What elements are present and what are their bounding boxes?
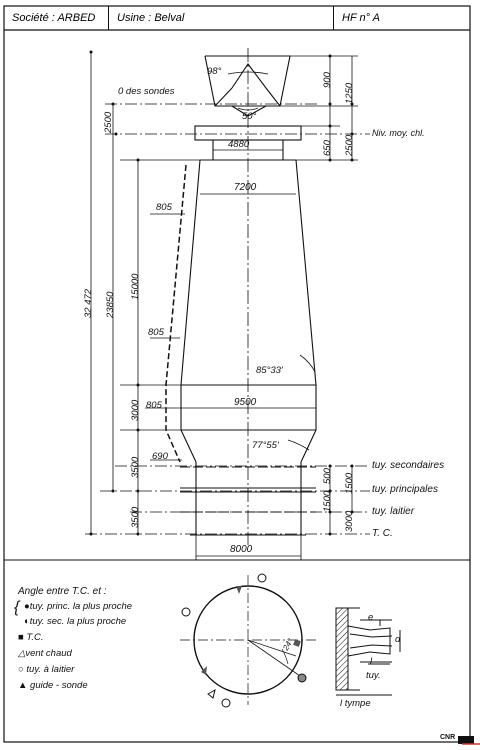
- triangle-outline-icon: △: [18, 648, 26, 659]
- bell-top: [231, 63, 267, 89]
- detail-l: l: [370, 656, 373, 667]
- half-circle-icon: ◐: [24, 616, 30, 627]
- header-hf: HF n° A: [342, 12, 381, 24]
- angle-85: 85°33': [256, 365, 283, 376]
- level-tc: T. C.: [372, 528, 393, 539]
- legend-brace: {: [14, 599, 20, 616]
- dim-690: 690: [152, 451, 168, 462]
- detail-d: d: [395, 634, 401, 645]
- angle-98: 98°: [207, 66, 222, 77]
- detail-tuy: tuy.: [366, 670, 381, 681]
- legend-item-tc: ■ T.C.: [18, 632, 44, 643]
- zero-sondes-label: 0 des sondes: [118, 86, 175, 97]
- dim-805-a: 805: [156, 202, 172, 213]
- square-icon: ■: [18, 632, 24, 643]
- angle-77: 77°55': [252, 440, 279, 451]
- filled-circle-icon: ●: [24, 601, 30, 612]
- header-societe: Société : ARBED: [4, 6, 109, 30]
- legend-item-guide-sonde: ▲ guide - sonde: [18, 680, 88, 691]
- level-tuy-laitier: tuy. laitier: [372, 506, 415, 517]
- shaft-left: [180, 159, 201, 386]
- dim-8000: 8000: [230, 544, 253, 555]
- angle-50: 50°: [242, 111, 257, 122]
- shaft-right: [295, 159, 317, 386]
- legend-item-tuy-sec: ◐tuy. sec. la plus proche: [24, 616, 127, 627]
- detail-l-tympe: l tympe: [340, 698, 371, 709]
- dim-9500: 9500: [234, 397, 257, 408]
- dim-4880: 4880: [228, 139, 250, 150]
- legend-title: Angle entre T.C. et :: [18, 586, 107, 597]
- legend-item-tuy-laitier: ○ tuy. à laitier: [18, 664, 75, 675]
- dim-805-c: 805: [146, 400, 162, 411]
- level-tuy-sec: tuy. secondaires: [372, 460, 445, 471]
- legend-item-vent-chaud: △vent chaud: [18, 648, 72, 659]
- dim-805-b: 805: [148, 327, 164, 338]
- circle-outline-icon: ○: [18, 664, 24, 675]
- detail-e: e: [368, 612, 374, 623]
- dim-7200: 7200: [234, 182, 257, 193]
- legend-item-tuy-princ: ●tuy. princ. la plus proche: [24, 601, 133, 612]
- filled-triangle-icon: ▲: [18, 680, 28, 691]
- level-tuy-princ: tuy. principales: [372, 484, 438, 495]
- header-usine: Usine : Belval: [109, 6, 334, 30]
- footer-code: CNR: [440, 734, 456, 741]
- niv-label: Niv. moy. chl.: [372, 128, 425, 138]
